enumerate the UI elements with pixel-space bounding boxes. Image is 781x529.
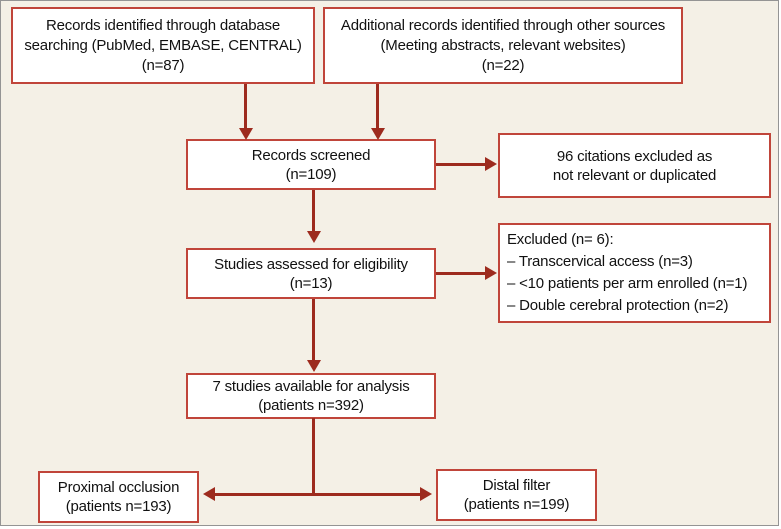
box-studies-for-analysis: 7 studies available for analysis (patien… <box>186 373 436 419</box>
box-citations-excluded: 96 citations excluded as not relevant or… <box>498 133 771 198</box>
arrowhead-down-icon <box>239 128 253 140</box>
box-proximal-occlusion: Proximal occlusion (patients n=193) <box>38 471 199 523</box>
box-line: searching (PubMed, EMBASE, CENTRAL) <box>24 36 302 54</box>
box-line: Studies assessed for eligibility <box>214 255 408 273</box>
arrow-assessed-to-excluded <box>436 272 485 275</box>
box-distal-filter: Distal filter (patients n=199) <box>436 469 597 521</box>
box-line: (patients n=193) <box>65 498 172 515</box>
box-records-identified-database: Records identified through database sear… <box>11 7 315 84</box>
box-records-identified-other-sources: Additional records identified through ot… <box>323 7 683 84</box>
box-records-screened: Records screened (n=109) <box>186 139 436 190</box>
arrow-screened-to-citations-excluded <box>436 163 485 166</box>
arrowhead-left-icon <box>203 487 215 501</box>
arrow-database-to-screened <box>244 84 247 129</box>
arrow-assessed-to-analysis <box>312 299 315 361</box>
box-line: (patients n=199) <box>463 496 570 513</box>
box-line: not relevant or duplicated <box>552 166 717 184</box>
box-line: Additional records identified through ot… <box>340 16 666 34</box>
arrowhead-right-icon <box>485 266 497 280</box>
box-line: (n=87) <box>141 56 185 74</box>
box-line: – Transcervical access (n=3) <box>507 253 693 270</box>
box-line: 96 citations excluded as <box>556 147 713 165</box>
box-line: (n=22) <box>481 56 525 74</box>
box-studies-excluded-reasons: Excluded (n= 6): – Transcervical access … <box>498 223 771 323</box>
box-studies-assessed: Studies assessed for eligibility (n=13) <box>186 248 436 299</box>
arrowhead-down-icon <box>307 360 321 372</box>
box-line: – Double cerebral protection (n=2) <box>507 297 729 314</box>
arrowhead-right-icon <box>485 157 497 171</box>
box-line: 7 studies available for analysis <box>212 378 410 395</box>
arrow-analysis-split-stem <box>312 418 315 496</box>
arrow-screened-to-assessed <box>312 190 315 232</box>
box-line: Records screened <box>251 146 371 164</box>
arrow-split-horizontal <box>214 493 421 496</box>
box-line: (patients n=392) <box>258 397 364 414</box>
box-line: Excluded (n= 6): <box>507 231 614 248</box>
arrow-other-sources-to-screened <box>376 84 379 129</box>
box-line: (n=109) <box>285 165 337 183</box>
box-line: (Meeting abstracts, relevant websites) <box>380 36 626 54</box>
box-line: (n=13) <box>289 274 333 292</box>
arrowhead-down-icon <box>371 128 385 140</box>
arrowhead-right-icon <box>420 487 432 501</box>
arrowhead-down-icon <box>307 231 321 243</box>
box-line: – <10 patients per arm enrolled (n=1) <box>507 275 748 292</box>
box-line: Distal filter <box>482 477 551 494</box>
box-line: Records identified through database <box>46 16 280 34</box>
box-line: Proximal occlusion <box>57 479 180 496</box>
